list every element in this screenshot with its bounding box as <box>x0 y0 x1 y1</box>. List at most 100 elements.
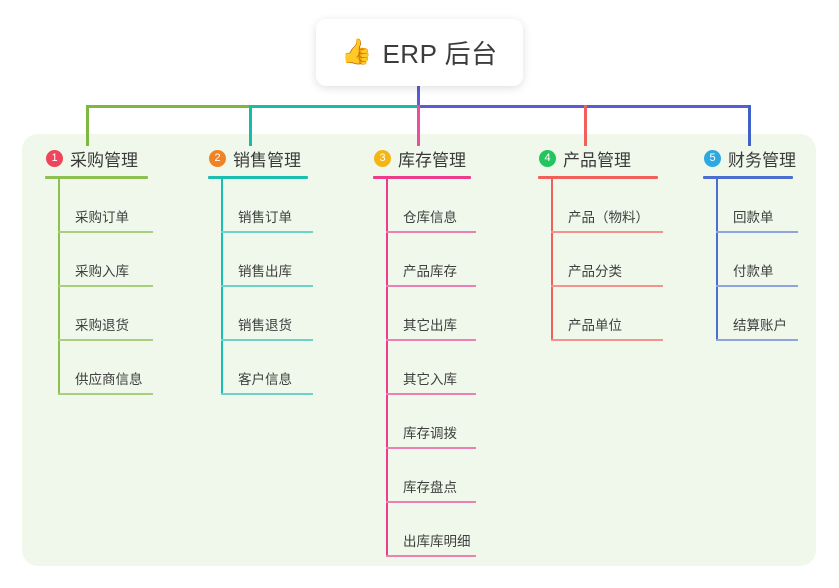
root-node[interactable]: 👍 ERP 后台 <box>316 19 523 86</box>
column-underline-5 <box>703 176 793 179</box>
column-1: 1 采购管理采购订单采购入库采购退货供应商信息 <box>45 146 153 395</box>
leaf-item-label: 产品单位 <box>568 318 622 333</box>
leaf-item[interactable]: 回款单 <box>716 179 798 233</box>
diagram-background-panel <box>22 134 816 566</box>
leaf-item-label: 采购退货 <box>75 318 129 333</box>
leaf-item[interactable]: 销售退货 <box>221 287 313 341</box>
leaf-item-label: 结算账户 <box>733 318 787 333</box>
column-header-3[interactable]: 3 库存管理 <box>373 146 471 170</box>
column-underline-2 <box>208 176 308 179</box>
leaf-item-rule <box>221 393 313 395</box>
column-underline-4 <box>538 176 658 179</box>
column-underline-3 <box>373 176 471 179</box>
leaf-item-rule <box>716 231 798 233</box>
leaf-item-rule <box>221 231 313 233</box>
leaf-item-rule <box>386 447 476 449</box>
column-badge-2: 2 <box>209 149 226 167</box>
column-badge-3: 3 <box>374 149 391 167</box>
connector-drop-3 <box>417 105 420 146</box>
leaf-item-label: 库存盘点 <box>403 480 457 495</box>
connector-bus-green <box>86 105 251 108</box>
column-2: 2 销售管理销售订单销售出库销售退货客户信息 <box>208 146 313 395</box>
leaf-item[interactable]: 产品单位 <box>551 287 663 341</box>
column-header-4[interactable]: 4 产品管理 <box>538 146 658 170</box>
column-branch-5: 回款单付款单结算账户 <box>716 179 798 341</box>
thumbs-up-icon: 👍 <box>341 38 373 66</box>
leaf-item-label: 采购订单 <box>75 210 129 225</box>
column-branch-3: 仓库信息产品库存其它出库其它入库库存调拨库存盘点出库库明细 <box>386 179 476 557</box>
branch-trunk-4 <box>551 179 553 341</box>
leaf-item-label: 其它出库 <box>403 318 457 333</box>
leaf-item-rule <box>551 285 663 287</box>
column-branch-2: 销售订单销售出库销售退货客户信息 <box>221 179 313 395</box>
column-badge-5: 5 <box>704 149 721 167</box>
leaf-item-rule <box>58 231 153 233</box>
column-underline-1 <box>45 176 148 179</box>
leaf-item[interactable]: 采购入库 <box>58 233 153 287</box>
leaf-item[interactable]: 销售订单 <box>221 179 313 233</box>
leaf-item-rule <box>386 285 476 287</box>
column-badge-4: 4 <box>539 149 556 167</box>
column-3: 3 库存管理仓库信息产品库存其它出库其它入库库存调拨库存盘点出库库明细 <box>373 146 476 557</box>
leaf-item-label: 付款单 <box>733 264 774 279</box>
leaf-item[interactable]: 销售出库 <box>221 233 313 287</box>
leaf-item-rule <box>58 285 153 287</box>
connector-drop-4 <box>584 105 587 146</box>
leaf-item[interactable]: 出库库明细 <box>386 503 476 557</box>
leaf-item-label: 产品（物料） <box>568 210 649 225</box>
leaf-item-rule <box>386 231 476 233</box>
leaf-item[interactable]: 客户信息 <box>221 341 313 395</box>
leaf-item[interactable]: 产品（物料） <box>551 179 663 233</box>
leaf-item[interactable]: 供应商信息 <box>58 341 153 395</box>
leaf-item-rule <box>221 285 313 287</box>
column-4: 4 产品管理产品（物料） 产品分类产品单位 <box>538 146 663 341</box>
leaf-item-rule <box>716 339 798 341</box>
column-title-2: 销售管理 <box>233 150 301 170</box>
leaf-item[interactable]: 产品分类 <box>551 233 663 287</box>
leaf-item-rule <box>386 555 476 557</box>
column-badge-1: 1 <box>46 149 63 167</box>
connector-drop-1 <box>86 105 89 146</box>
column-title-4: 产品管理 <box>563 150 631 170</box>
column-branch-1: 采购订单采购入库采购退货供应商信息 <box>58 179 153 395</box>
column-header-2[interactable]: 2 销售管理 <box>208 146 308 170</box>
leaf-item[interactable]: 其它入库 <box>386 341 476 395</box>
leaf-item-rule <box>386 393 476 395</box>
leaf-item[interactable]: 采购订单 <box>58 179 153 233</box>
connector-bus-teal <box>249 105 419 108</box>
column-title-3: 库存管理 <box>398 150 466 170</box>
leaf-item-label: 其它入库 <box>403 372 457 387</box>
leaf-item-label: 仓库信息 <box>403 210 457 225</box>
leaf-item-rule <box>58 339 153 341</box>
connector-drop-2 <box>249 105 252 146</box>
leaf-item[interactable]: 产品库存 <box>386 233 476 287</box>
leaf-item[interactable]: 采购退货 <box>58 287 153 341</box>
leaf-item[interactable]: 仓库信息 <box>386 179 476 233</box>
leaf-item-label: 库存调拨 <box>403 426 457 441</box>
connector-root-stem <box>417 86 420 107</box>
leaf-item[interactable]: 付款单 <box>716 233 798 287</box>
leaf-item-rule <box>221 339 313 341</box>
column-header-1[interactable]: 1 采购管理 <box>45 146 148 170</box>
leaf-item-rule <box>386 501 476 503</box>
leaf-item-rule <box>551 231 663 233</box>
leaf-item-label: 产品库存 <box>403 264 457 279</box>
root-node-title: ERP 后台 <box>382 39 498 69</box>
leaf-item-label: 供应商信息 <box>75 372 143 387</box>
branch-trunk-5 <box>716 179 718 341</box>
column-title-1: 采购管理 <box>70 150 138 170</box>
leaf-item-rule <box>386 339 476 341</box>
leaf-item-label: 销售退货 <box>238 318 292 333</box>
leaf-item[interactable]: 结算账户 <box>716 287 798 341</box>
leaf-item[interactable]: 库存调拨 <box>386 395 476 449</box>
leaf-item[interactable]: 其它出库 <box>386 287 476 341</box>
leaf-item-label: 销售出库 <box>238 264 292 279</box>
leaf-item-label: 销售订单 <box>238 210 292 225</box>
leaf-item-rule <box>58 393 153 395</box>
leaf-item-label: 出库库明细 <box>403 534 471 549</box>
leaf-item[interactable]: 库存盘点 <box>386 449 476 503</box>
branch-trunk-3 <box>386 179 388 557</box>
branch-trunk-1 <box>58 179 60 395</box>
leaf-item-label: 客户信息 <box>238 372 292 387</box>
